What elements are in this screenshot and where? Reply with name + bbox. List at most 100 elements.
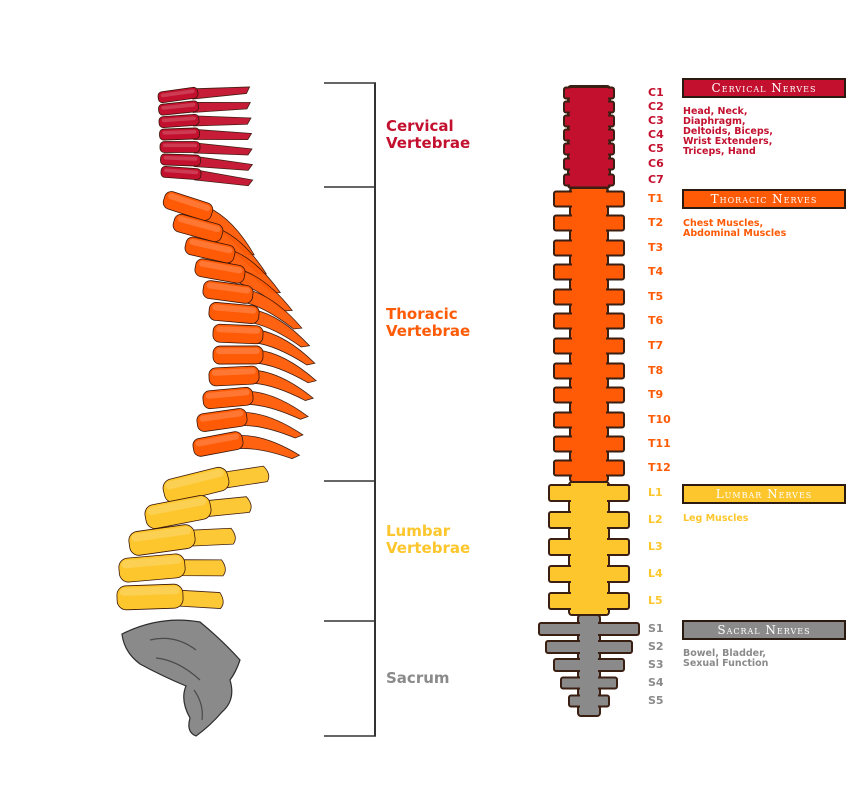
vertebra-label-t8: T8	[648, 364, 664, 377]
anat-highlight	[211, 368, 256, 376]
anat-process	[187, 527, 236, 547]
anat-body	[208, 365, 260, 387]
anat-highlight	[205, 389, 250, 399]
spinal-column-fill-lumbar	[571, 484, 607, 613]
anat-body	[160, 153, 201, 167]
anat-highlight	[119, 586, 180, 596]
anat-vertebra-thoracic-16	[202, 386, 309, 420]
thoracic-nerves-box: Thoracic Nerves	[682, 189, 846, 209]
anat-highlight	[215, 347, 260, 355]
anat-process	[220, 465, 270, 489]
vertebra-label-l2: L2	[648, 513, 663, 526]
anat-highlight	[165, 468, 224, 490]
vertebra-label-t1: T1	[648, 192, 664, 205]
cervical-nerves-desc: Head, Neck, Diaphragm, Deltoids, Biceps,…	[683, 106, 773, 157]
vertebra-label-s5: S5	[648, 694, 664, 707]
anat-highlight	[161, 116, 196, 123]
vertebra-label-s4: S4	[648, 676, 664, 689]
anat-highlight	[161, 102, 196, 110]
spinal-column-fill-sacral	[580, 617, 598, 714]
vertebra-label-t4: T4	[648, 265, 664, 278]
anat-body	[128, 524, 196, 556]
anat-vertebra-cervical-4	[159, 141, 253, 156]
anat-highlight	[160, 89, 195, 98]
anat-process	[249, 309, 311, 348]
anat-vertebra-thoracic-13	[212, 323, 316, 366]
anat-highlight	[164, 168, 199, 175]
vertebra-label-c2: C2	[648, 100, 664, 113]
anat-process	[177, 559, 226, 577]
anat-vertebra-lumbar-22	[118, 553, 226, 583]
anat-highlight	[216, 326, 261, 334]
anat-highlight	[163, 143, 197, 148]
vertebra-label-t3: T3	[648, 241, 664, 254]
thoracic-nerves-desc: Chest Muscles, Abdominal Muscles	[683, 218, 787, 239]
anat-highlight	[162, 129, 197, 135]
vertebra-label-l1: L1	[648, 486, 663, 499]
label-lumbar: Lumbar Vertebrae	[386, 522, 471, 557]
vertebra-label-s3: S3	[648, 658, 664, 671]
cervical-nerves-box: Cervical Nerves	[682, 78, 846, 98]
label-thoracic: Thoracic Vertebrae	[386, 305, 471, 340]
anat-body	[212, 323, 264, 345]
anat-process	[250, 369, 315, 401]
anat-highlight	[163, 155, 198, 161]
vertebra-label-c1: C1	[648, 86, 664, 99]
anat-vertebra-cervical-0	[157, 86, 251, 104]
anat-body	[208, 302, 260, 324]
vertebra-label-t7: T7	[648, 339, 664, 352]
anat-body	[162, 191, 214, 221]
vertebra-label-t10: T10	[648, 413, 671, 426]
vertebra-label-c4: C4	[648, 128, 664, 141]
vertebra-label-s2: S2	[648, 640, 664, 653]
anat-vertebra-cervical-6	[160, 166, 254, 187]
anat-process	[254, 349, 317, 384]
anat-body	[157, 86, 199, 104]
anat-process	[235, 435, 301, 460]
anat-body	[116, 583, 184, 611]
anat-highlight	[131, 526, 191, 542]
anat-vertebra-thoracic-12	[208, 302, 311, 348]
anat-vertebra-cervical-5	[160, 153, 254, 171]
anat-body	[158, 100, 199, 116]
vertebra-label-c5: C5	[648, 142, 664, 155]
anat-highlight	[189, 238, 233, 254]
vertebra-label-t9: T9	[648, 388, 664, 401]
vertebra-label-t2: T2	[648, 216, 664, 229]
anat-body	[194, 258, 246, 284]
vertebra-label-l5: L5	[648, 594, 663, 607]
anat-body	[172, 213, 224, 243]
anat-sacrum	[121, 619, 241, 737]
anat-body	[144, 495, 212, 529]
anat-body	[192, 431, 244, 457]
anat-body	[196, 408, 248, 432]
anat-highlight	[199, 260, 243, 274]
label-cervical: Cervical Vertebrae	[386, 117, 471, 152]
anat-highlight	[177, 216, 221, 233]
sacral-nerves-box: Sacral Nerves	[682, 620, 846, 640]
anat-vertebra-lumbar-21	[128, 524, 236, 556]
anat-body	[202, 280, 254, 304]
anat-process	[202, 496, 252, 518]
anat-vertebra-thoracic-15	[208, 365, 315, 401]
anat-body	[184, 236, 236, 264]
vertebra-label-t12: T12	[648, 461, 671, 474]
anat-process	[254, 329, 316, 366]
lumbar-nerves-desc: Leg Muscles	[683, 513, 749, 524]
anat-process	[243, 289, 303, 330]
anat-vertebra-thoracic-9	[184, 236, 282, 294]
lumbar-nerves-box: Lumbar Nerves	[682, 484, 846, 504]
anat-vertebra-thoracic-18	[192, 431, 301, 460]
anat-process	[245, 390, 309, 420]
anat-vertebra-thoracic-14	[212, 345, 317, 384]
anat-vertebra-lumbar-20	[144, 495, 252, 529]
anat-process	[176, 589, 224, 609]
anat-body	[159, 141, 201, 153]
anat-highlight	[212, 304, 257, 314]
vertebra-label-c3: C3	[648, 114, 664, 127]
anat-highlight	[168, 193, 211, 212]
